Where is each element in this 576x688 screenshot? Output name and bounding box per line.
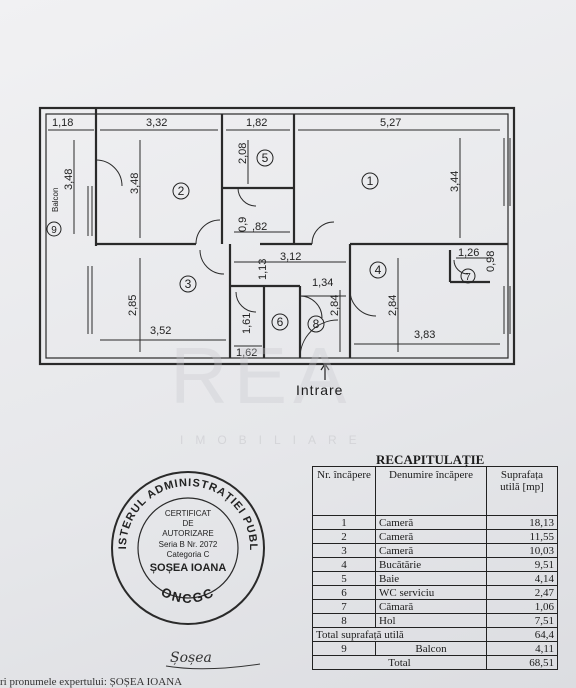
dim-room2-3-48: 3,48 — [129, 173, 141, 194]
balcony-name: Balcon — [375, 641, 487, 656]
floor-plan: 1,18 3,32 1,82 5,27 3,48 3,48 2,08 3,44 … — [38, 106, 516, 380]
recap-title: RECAPITULAȚIE — [376, 452, 485, 467]
recap-cell-name: Baie — [375, 571, 487, 586]
balcony-label: Balcon — [51, 188, 60, 212]
stamp-line-3: AUTORIZARE — [162, 529, 213, 538]
total-useful-row: Total suprafață utilă 64,4 — [312, 627, 558, 642]
dim-1-62: 1,62 — [236, 347, 257, 359]
dim-1-18: 1,18 — [52, 117, 73, 129]
signature: Șoșea — [165, 650, 261, 670]
total-useful-label: Total suprafață utilă — [312, 627, 487, 642]
dim-2-85: 2,85 — [127, 295, 139, 316]
recap-cell-nr: 4 — [312, 557, 376, 572]
dim-0-98: 0,98 — [485, 251, 497, 272]
dim-kitchen-2-84: 2,84 — [387, 295, 399, 316]
balcony-area: 4,11 — [486, 641, 558, 656]
stamp-line-1: CERTIFICAT — [165, 509, 211, 518]
stamp-line-5: Categoria C — [167, 550, 210, 559]
recap-cell-area: 2,47 — [486, 585, 558, 600]
recap-cell-nr: 5 — [312, 571, 376, 586]
dim-0-82: ,82 — [252, 221, 267, 233]
dim-hall-2-84: 2,84 — [329, 295, 341, 316]
stamp-ring-bottom: ONCGC — [159, 584, 215, 606]
recap-cell-area: 10,03 — [486, 543, 558, 558]
balcony-nr: 9 — [312, 641, 376, 656]
recap-cell-area: 1,06 — [486, 599, 558, 614]
watermark-logo: REA — [170, 331, 353, 420]
footer-text: ri pronumele expertului: ȘOȘEA IOANA — [0, 676, 183, 688]
recap-cell-nr: 8 — [312, 613, 376, 628]
entrance-label: Intrare — [296, 382, 344, 398]
room-4-number: 4 — [375, 263, 382, 277]
dim-1-82: 1,82 — [246, 117, 267, 129]
recap-cell-nr: 1 — [312, 515, 376, 530]
recap-cell-area: 4,14 — [486, 571, 558, 586]
dim-1-61: 1,61 — [241, 313, 253, 334]
room-7-number: 7 — [465, 272, 471, 283]
total-useful-value: 64,4 — [486, 627, 558, 642]
dim-1-26: 1,26 — [458, 247, 479, 259]
stamp-line-4: Seria B Nr. 2072 — [159, 540, 218, 549]
stamp-expert-name: ȘOȘEA IOANA — [150, 562, 227, 574]
authorization-stamp: MINISTERUL ADMINISTRAȚIEI PUBLICE ONCGC … — [108, 468, 265, 625]
balcony-row: 9 Balcon 4,11 — [312, 641, 558, 656]
svg-text:ONCGC: ONCGC — [159, 584, 217, 606]
recap-cell-name: Bucătărie — [375, 557, 487, 572]
dim-balcony-3-48: 3,48 — [63, 169, 75, 190]
recap-cell-name: Cameră — [375, 543, 487, 558]
recap-cell-area: 11,55 — [486, 529, 558, 544]
header-name: Denumire încăpere — [375, 466, 487, 516]
dim-3-12: 3,12 — [280, 251, 301, 263]
recap-cell-name: Hol — [375, 613, 487, 628]
recap-cell-nr: 7 — [312, 599, 376, 614]
recap-cell-nr: 3 — [312, 543, 376, 558]
total-value: 68,51 — [486, 655, 558, 670]
room-2-number: 2 — [178, 184, 185, 198]
room-5-number: 5 — [262, 151, 269, 165]
dim-3-52: 3,52 — [150, 325, 171, 337]
recap-cell-nr: 2 — [312, 529, 376, 544]
recap-cell-nr: 6 — [312, 585, 376, 600]
dim-2-08: 2,08 — [237, 143, 249, 164]
total-row: Total 68,51 — [312, 655, 558, 670]
room-9-number: 9 — [51, 225, 57, 236]
dim-1-13: 1,13 — [257, 259, 269, 280]
room-1-number: 1 — [367, 174, 374, 188]
room-3-number: 3 — [185, 277, 192, 291]
dim-0-9: 0,9 — [237, 217, 249, 232]
recap-cell-name: Cămară — [375, 599, 487, 614]
dim-1-34: 1,34 — [312, 277, 333, 289]
recap-cell-area: 7,51 — [486, 613, 558, 628]
total-label: Total — [312, 655, 487, 670]
header-nr: Nr. încăpere — [312, 466, 376, 516]
recap-table: Nr. încăpere Denumire încăpere Suprafața… — [312, 466, 558, 670]
watermark-subtitle: IMOBILIARE — [180, 433, 369, 447]
dim-3-83: 3,83 — [414, 329, 435, 341]
room-8-number: 8 — [313, 317, 320, 331]
room-6-number: 6 — [277, 315, 284, 329]
dim-3-44: 3,44 — [449, 171, 461, 192]
recap-cell-name: WC serviciu — [375, 585, 487, 600]
svg-text:Șoșea: Șoșea — [170, 650, 212, 666]
recap-cell-name: Cameră — [375, 515, 487, 530]
dim-5-27: 5,27 — [380, 117, 401, 129]
dim-3-32: 3,32 — [146, 117, 167, 129]
header-area: Suprafața utilă [mp] — [486, 466, 558, 516]
stamp-line-2: DE — [182, 519, 193, 528]
recap-cell-name: Cameră — [375, 529, 487, 544]
recap-cell-area: 9,51 — [486, 557, 558, 572]
recap-cell-area: 18,13 — [486, 515, 558, 530]
